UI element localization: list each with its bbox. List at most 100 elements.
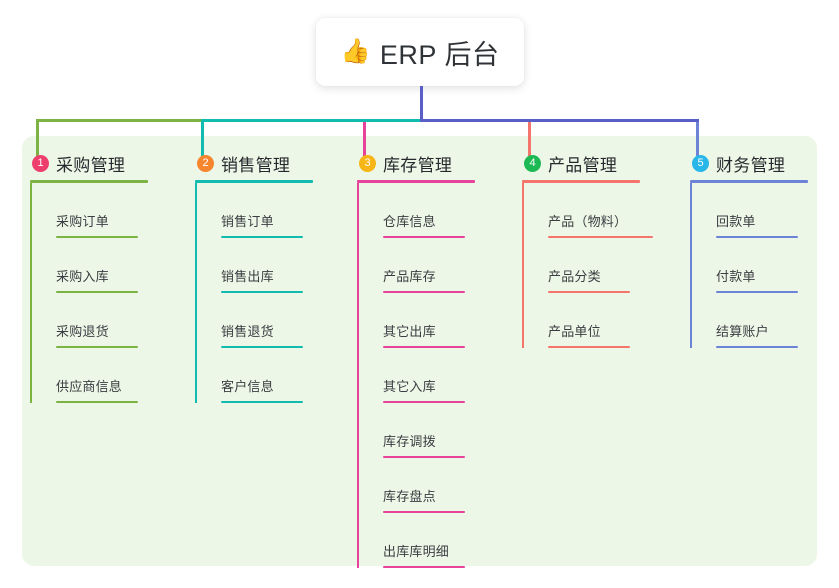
branch-title: 库存管理 (383, 155, 453, 175)
branch-item[interactable]: 库存调拨 (357, 403, 475, 458)
branch-item-label: 库存盘点 (383, 489, 436, 504)
branch-number-badge: 2 (197, 154, 214, 172)
branch-number-badge: 4 (524, 154, 541, 172)
branch-item-underline (383, 236, 465, 238)
branch-item[interactable]: 其它入库 (357, 348, 475, 403)
branch-item[interactable]: 其它出库 (357, 293, 475, 348)
root-node-title: 👍 ERP 后台 (341, 33, 500, 72)
branch-item-label: 付款单 (716, 269, 756, 284)
branch-underline (30, 180, 148, 183)
branch-underline (195, 180, 313, 183)
branch-header-1[interactable]: 1 采购管理 (30, 146, 148, 180)
connector-bus-segment-1 (36, 119, 201, 122)
branch-title: 产品管理 (548, 155, 618, 175)
branch-title: 财务管理 (716, 155, 786, 175)
branch-item[interactable]: 产品分类 (522, 238, 653, 293)
branch-column-5: 5 财务管理回款单付款单结算账户 (690, 146, 808, 348)
branch-item-list: 采购订单采购入库采购退货供应商信息 (30, 183, 148, 403)
root-title-text: ERP 后台 (379, 39, 500, 70)
branch-item-list: 仓库信息产品库存其它出库其它入库库存调拨库存盘点出库库明细 (357, 183, 475, 568)
root-node-card[interactable]: 👍 ERP 后台 (316, 18, 524, 86)
branch-item[interactable]: 出库库明细 (357, 513, 475, 568)
branch-item-underline (56, 346, 138, 348)
connector-bus-segment-2 (201, 119, 420, 122)
branch-drop-line-5 (696, 119, 699, 156)
branch-item-label: 库存调拨 (383, 434, 436, 449)
branch-drop-line-1 (36, 119, 39, 156)
branch-number-badge: 3 (359, 154, 376, 172)
branch-item-label: 其它出库 (383, 324, 436, 339)
branch-item-label: 出库库明细 (383, 544, 450, 559)
branch-item-underline (716, 346, 798, 348)
branch-title: 销售管理 (221, 155, 291, 175)
branch-item[interactable]: 采购订单 (30, 183, 148, 238)
branch-spine (30, 183, 32, 403)
branch-item-label: 供应商信息 (56, 379, 123, 394)
branch-underline (690, 180, 808, 183)
branch-column-1: 1 采购管理采购订单采购入库采购退货供应商信息 (30, 146, 148, 403)
branch-number-badge: 1 (32, 154, 49, 172)
branch-item-list: 产品（物料） 产品分类产品单位 (522, 183, 653, 348)
branch-title: 采购管理 (56, 155, 126, 175)
branch-header-5[interactable]: 5 财务管理 (690, 146, 808, 180)
branch-item-underline (548, 346, 630, 348)
branch-spine (195, 183, 197, 403)
branch-item[interactable]: 销售退货 (195, 293, 313, 348)
branch-item-underline (221, 291, 303, 293)
branch-spine (522, 183, 524, 348)
branch-number-badge: 5 (692, 154, 709, 172)
branch-item-underline (716, 291, 798, 293)
branch-item-label: 其它入库 (383, 379, 436, 394)
branch-item-label: 产品库存 (383, 269, 436, 284)
branch-item-label: 采购入库 (56, 269, 109, 284)
branch-item[interactable]: 库存盘点 (357, 458, 475, 513)
branch-item-underline (56, 401, 138, 403)
root-trunk-line (420, 86, 423, 122)
branch-item[interactable]: 销售出库 (195, 238, 313, 293)
branch-item-underline (383, 456, 465, 458)
branch-column-4: 4 产品管理产品（物料） 产品分类产品单位 (522, 146, 653, 348)
branch-item[interactable]: 结算账户 (690, 293, 808, 348)
branch-item-underline (383, 401, 465, 403)
branch-item-label: 客户信息 (221, 379, 274, 394)
branch-item-label: 产品（物料） (548, 214, 628, 229)
branch-header-2[interactable]: 2 销售管理 (195, 146, 313, 180)
branch-item[interactable]: 供应商信息 (30, 348, 148, 403)
branch-item-underline (221, 346, 303, 348)
branch-spine (690, 183, 692, 348)
branch-item[interactable]: 客户信息 (195, 348, 313, 403)
branch-item-underline (383, 566, 465, 568)
branch-item[interactable]: 销售订单 (195, 183, 313, 238)
branch-item-label: 采购订单 (56, 214, 109, 229)
branch-item-label: 产品单位 (548, 324, 601, 339)
branch-item-label: 销售出库 (221, 269, 274, 284)
branch-item[interactable]: 仓库信息 (357, 183, 475, 238)
branch-item[interactable]: 采购退货 (30, 293, 148, 348)
branch-item[interactable]: 产品单位 (522, 293, 653, 348)
connector-bus-segment-3 (420, 119, 699, 122)
branch-item-underline (56, 291, 138, 293)
branch-item-underline (716, 236, 798, 238)
branch-item-underline (383, 291, 465, 293)
branch-item-label: 仓库信息 (383, 214, 436, 229)
branch-item[interactable]: 回款单 (690, 183, 808, 238)
branch-item-list: 回款单付款单结算账户 (690, 183, 808, 348)
branch-column-3: 3 库存管理仓库信息产品库存其它出库其它入库库存调拨库存盘点出库库明细 (357, 146, 475, 568)
branch-drop-line-4 (528, 119, 531, 156)
branch-item[interactable]: 产品（物料） (522, 183, 653, 238)
branch-item-label: 销售退货 (221, 324, 274, 339)
branch-item[interactable]: 产品库存 (357, 238, 475, 293)
branches-panel (22, 136, 817, 566)
branch-item[interactable]: 采购入库 (30, 238, 148, 293)
branch-header-3[interactable]: 3 库存管理 (357, 146, 475, 180)
branch-item-underline (548, 291, 630, 293)
branch-header-4[interactable]: 4 产品管理 (522, 146, 653, 180)
branch-item-underline (383, 346, 465, 348)
branch-underline (522, 180, 640, 183)
branch-item-underline (221, 401, 303, 403)
branch-item[interactable]: 付款单 (690, 238, 808, 293)
branch-item-underline (548, 236, 653, 238)
branch-item-label: 回款单 (716, 214, 756, 229)
branch-item-underline (383, 511, 465, 513)
